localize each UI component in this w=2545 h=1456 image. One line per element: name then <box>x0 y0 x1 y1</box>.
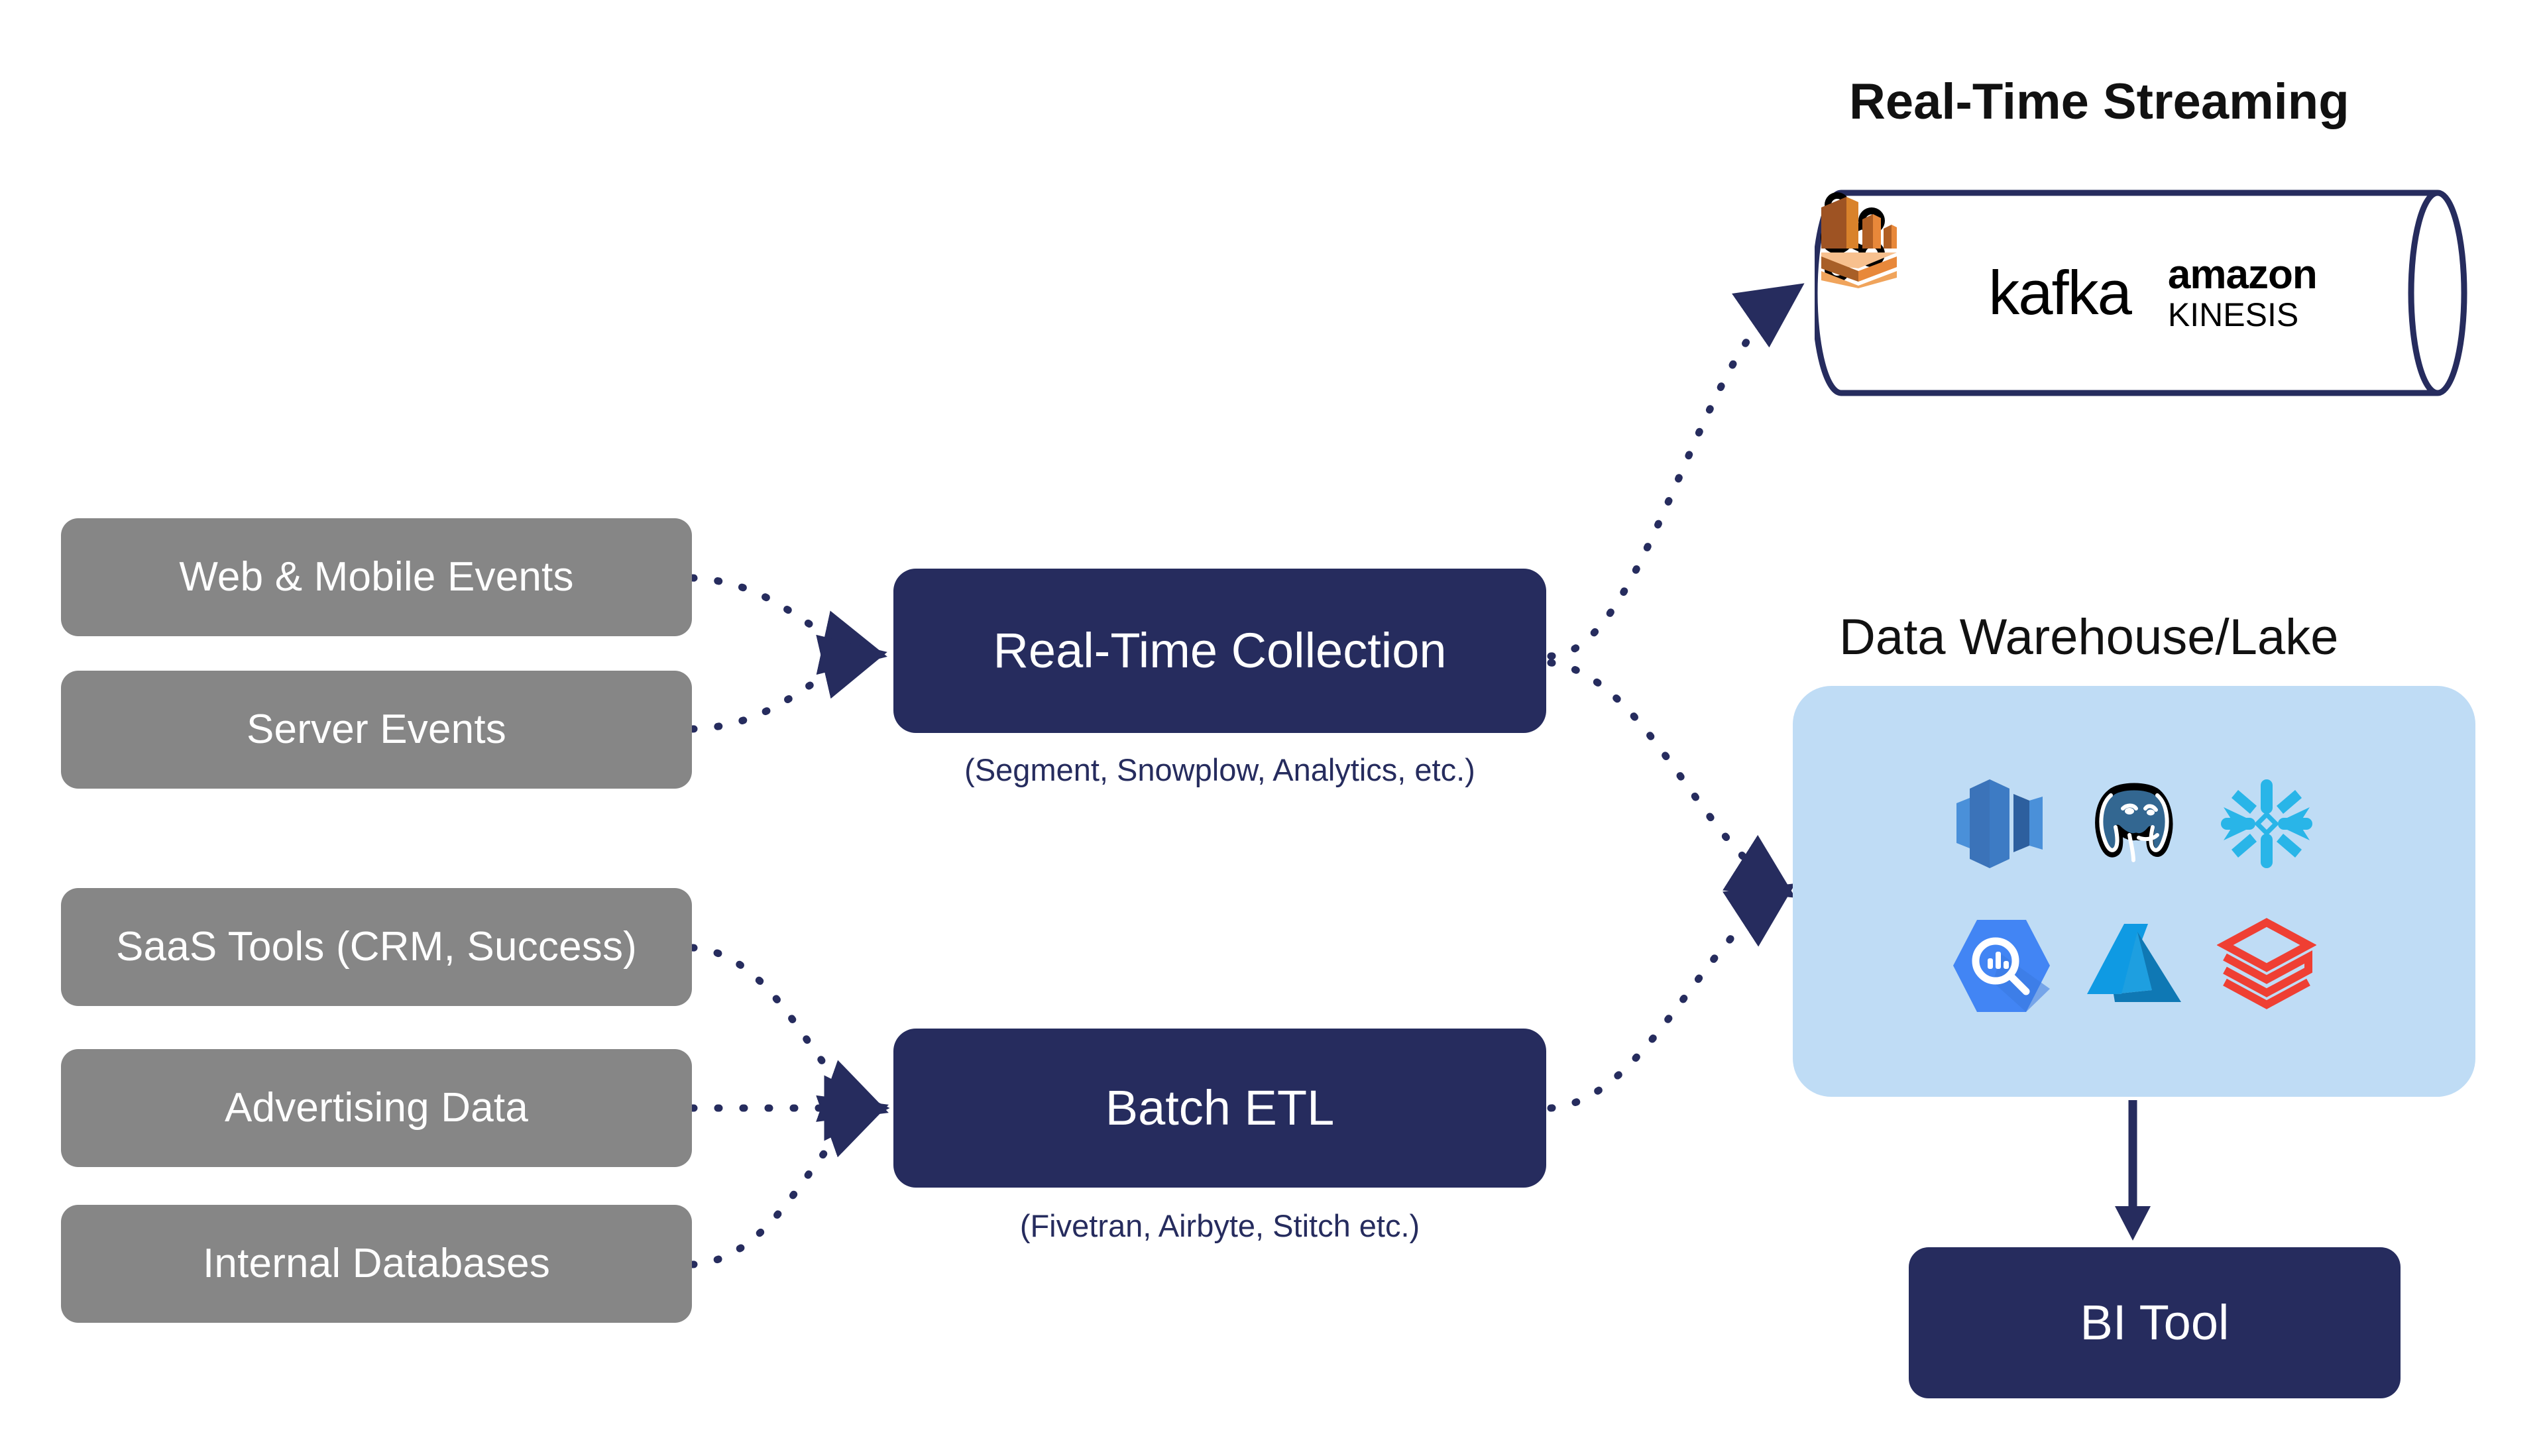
source-label: SaaS Tools (CRM, Success) <box>116 924 637 970</box>
microsoft-azure-logo <box>2068 895 2200 1037</box>
source-box-internal-databases[interactable]: Internal Databases <box>61 1205 692 1323</box>
kafka-wordmark: kafka <box>1988 258 2132 327</box>
bi-tool-label: BI Tool <box>2080 1295 2230 1351</box>
data-warehouse-lake-panel[interactable] <box>1793 686 2475 1097</box>
source-label: Advertising Data <box>224 1085 529 1131</box>
wire-internaldb-to-etl <box>689 1095 889 1268</box>
process-label: Batch ETL <box>1105 1080 1335 1136</box>
google-bigquery-logo <box>1935 895 2068 1037</box>
source-label: Server Events <box>247 706 506 753</box>
wire-collection-to-warehouse <box>1547 659 1796 898</box>
caption-real-time-collection: (Segment, Snowplow, Analytics, etc.) <box>964 752 1475 787</box>
wire-saas-to-etl <box>689 944 889 1122</box>
wire-etl-to-warehouse <box>1547 883 1796 1112</box>
amazon-kinesis-logo: amazon KINESIS <box>1821 197 2318 333</box>
cylinder-shape <box>1815 190 2467 396</box>
streaming-cylinder[interactable]: kafka <box>1815 188 2477 398</box>
source-box-server-events[interactable]: Server Events <box>61 671 692 789</box>
wire-web-to-collection <box>689 574 887 675</box>
amazon-kinesis-wordmark: amazon KINESIS <box>2167 252 2318 333</box>
caption-batch-etl: (Fivetran, Airbyte, Stitch etc.) <box>1019 1208 1420 1243</box>
source-label: Internal Databases <box>202 1241 551 1287</box>
wire-collection-to-streaming <box>1547 283 1805 660</box>
source-label: Web & Mobile Events <box>179 554 574 600</box>
process-box-batch-etl[interactable]: Batch ETL <box>893 1029 1546 1188</box>
section-title-real-time-streaming: Real-Time Streaming <box>1849 74 2349 130</box>
bi-tool-box[interactable]: BI Tool <box>1909 1247 2401 1398</box>
process-box-real-time-collection[interactable]: Real-Time Collection <box>893 569 1546 733</box>
source-box-saas-tools[interactable]: SaaS Tools (CRM, Success) <box>61 888 692 1006</box>
snowflake-logo <box>2200 752 2333 895</box>
wire-warehouse-to-bi <box>2115 1100 2151 1241</box>
source-box-advertising-data[interactable]: Advertising Data <box>61 1049 692 1167</box>
source-box-web-mobile-events[interactable]: Web & Mobile Events <box>61 518 692 636</box>
postgresql-logo <box>2068 752 2200 895</box>
wire-server-to-collection <box>689 634 887 733</box>
amazon-redshift-logo <box>1935 752 2068 895</box>
kafka-logo: kafka <box>1821 192 2132 329</box>
databricks-logo <box>2200 895 2333 1037</box>
process-label: Real-Time Collection <box>993 623 1447 679</box>
section-title-data-warehouse-lake: Data Warehouse/Lake <box>1839 609 2339 665</box>
